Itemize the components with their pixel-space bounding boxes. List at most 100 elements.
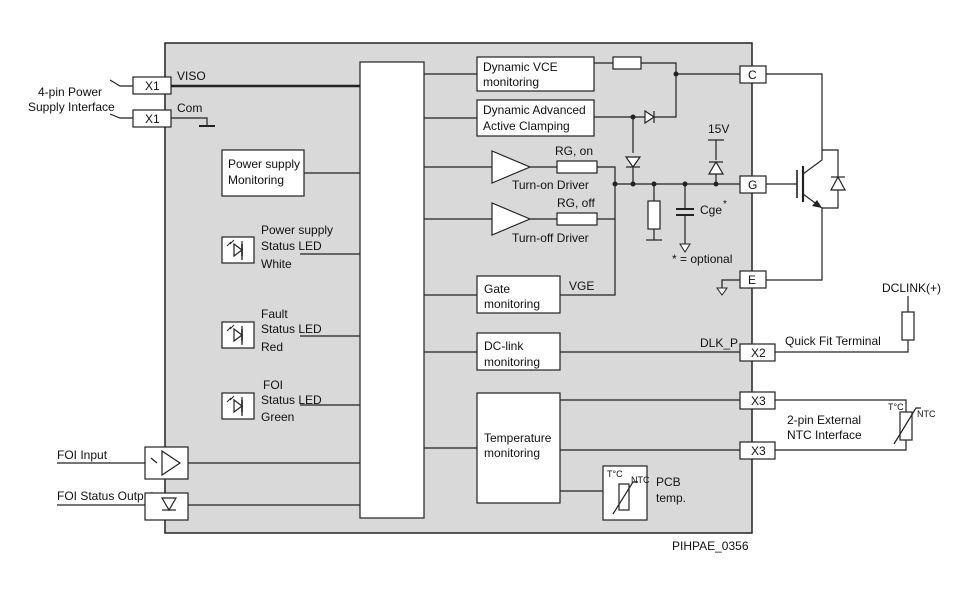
igbt-collector-leg (802, 150, 823, 175)
foi-status-led-icon (221, 392, 255, 420)
ext-tc-label: T°C (888, 402, 904, 412)
rg-on-label: RG, on (555, 144, 593, 158)
terminal-c-label: C (748, 68, 757, 82)
dclink-to-x2 (775, 340, 909, 353)
figure-id: PIHPAE_0356 (672, 539, 749, 553)
dyn-vce-label-2: monitoring (483, 75, 539, 89)
terminal-x3-top-label: X3 (751, 394, 766, 408)
pcb-temp-label-2: temp. (656, 491, 686, 505)
viso-lead (109, 79, 133, 87)
turn-on-driver-icon (491, 150, 532, 184)
fault-led-label-3: Red (261, 340, 283, 354)
ext-ntc-label: NTC (917, 409, 936, 419)
gate-emitter-resistor-icon (647, 200, 661, 230)
active-clamping-block (476, 99, 595, 137)
power-supply-monitoring-block (221, 149, 305, 197)
com-label: Com (177, 101, 202, 115)
gate-node-2 (630, 181, 636, 187)
foi-input-label: FOI Input (57, 448, 108, 462)
power-interface-label-2: Supply Interface (28, 100, 115, 114)
collector-wire (766, 73, 823, 150)
emitter-ground-lead (721, 279, 740, 288)
vce-sense-resistor-icon (612, 56, 642, 70)
vce-sense-to-collector (641, 62, 740, 75)
cge-ground-icon (679, 243, 691, 253)
igbt-emitter-arrow-icon (812, 200, 822, 208)
com-lead (109, 113, 133, 119)
ps-led-label-3: White (261, 257, 292, 271)
clamp-diode-icon (644, 109, 656, 125)
foi-led-label-2: Status LED (261, 393, 322, 407)
external-ntc-slash (893, 407, 921, 445)
cge-label: Cge (700, 203, 722, 217)
gate-monitoring-block (476, 275, 561, 314)
central-logic-block (359, 61, 425, 519)
dclink-mon-label-1: DC-link (484, 339, 524, 353)
freewheel-diode-loop (822, 149, 839, 209)
dyn-vce-label-1: Dynamic VCE (483, 60, 558, 74)
foi-led-label-1: FOI (263, 378, 283, 392)
external-ntc-thermistor-icon (899, 411, 913, 441)
ps-mon-label-1: Power supply (228, 157, 300, 171)
rg-off-label: RG, off (557, 196, 595, 210)
dlk-p-label: DLK_P (700, 336, 738, 350)
foi-status-output-label: FOI Status Output (57, 489, 154, 503)
gate-mon-label-2: monitoring (484, 297, 540, 311)
terminal-x1-viso-label: X1 (145, 79, 160, 93)
ps-mon-label-2: Monitoring (228, 173, 284, 187)
quick-fit-label: Quick Fit Terminal (785, 334, 881, 348)
ps-led-label-1: Power supply (261, 223, 333, 237)
foi-receiver-amp-icon (161, 449, 182, 477)
terminal-x2-label: X2 (751, 346, 766, 360)
com-rail (171, 117, 208, 126)
rg-off-resistor-icon (556, 212, 598, 226)
terminal-x3-bottom-label: X3 (751, 444, 766, 458)
dyn-aac-label-1: Dynamic Advanced (483, 103, 586, 117)
dclink-label: DCLINK(+) (882, 281, 941, 295)
terminal-x1-com-label: X1 (145, 112, 160, 126)
turn-on-driver-label: Turn-on Driver (512, 178, 589, 192)
terminal-e-label: E (748, 273, 756, 287)
pcb-tc-label: T°C (607, 469, 623, 479)
temp-mon-label-2: monitoring (484, 446, 540, 460)
turn-off-driver-icon (491, 202, 532, 236)
vge-sense-line (560, 219, 616, 296)
freewheel-diode-icon (829, 175, 847, 191)
ps-status-led-icon (221, 236, 255, 264)
rg-on-to-gate (597, 166, 616, 184)
viso-label: VISO (177, 69, 206, 83)
temperature-monitoring-block (476, 392, 561, 504)
foi-transmitter-diode-icon (160, 497, 178, 512)
power-interface-label-1: 4-pin Power (38, 85, 102, 99)
ext-ntc-top-wire (775, 399, 907, 412)
pcb-temp-label-1: PCB (656, 475, 681, 489)
dyn-aac-label-2: Active Clamping (483, 119, 570, 133)
terminal-g-label: G (748, 178, 757, 192)
ntc-interface-label-1: 2-pin External (787, 413, 861, 427)
cge-star: * (723, 199, 727, 210)
vge-label: VGE (569, 279, 594, 293)
pcb-thermistor-slash (612, 481, 638, 515)
turn-off-driver-label: Turn-off Driver (512, 231, 589, 245)
clamp-gate-diode-icon (624, 156, 642, 169)
optional-note: * = optional (672, 252, 732, 266)
emitter-ground-icon (716, 287, 728, 296)
rg-on-resistor-icon (556, 160, 598, 174)
ext-ntc-bottom-wire (775, 440, 907, 451)
fault-led-label-1: Fault (261, 307, 288, 321)
pcb-ntc-label: NTC (631, 475, 650, 485)
igbt-emitter-leg (766, 193, 823, 281)
dclink-resistor-icon (901, 311, 915, 341)
fault-led-label-2: Status LED (261, 322, 322, 336)
fault-status-led-icon (221, 321, 255, 349)
driver-module-body (164, 42, 753, 534)
ntc-interface-label-2: NTC Interface (787, 428, 862, 442)
ps-led-label-2: Status LED (261, 239, 322, 253)
foi-led-label-3: Green (261, 410, 294, 424)
foi-receiver-rays-icon (150, 457, 158, 464)
clamp-to-collector (654, 74, 677, 118)
zener-15v-label: 15V (708, 122, 729, 136)
gate-node-1 (612, 181, 618, 187)
dclink-mon-label-2: monitoring (484, 355, 540, 369)
